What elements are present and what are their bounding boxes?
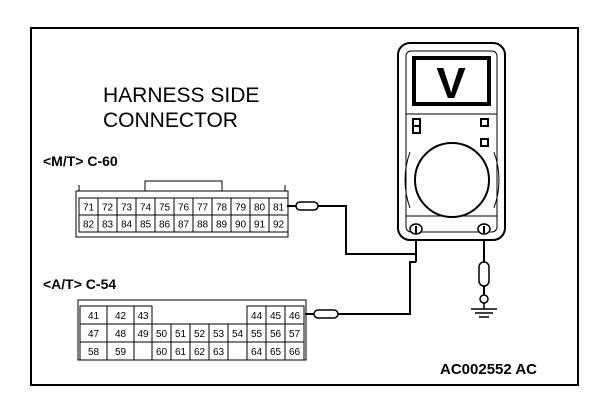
at-pin-59: 59 [115, 347, 127, 358]
at-pin-51: 51 [175, 329, 187, 340]
mt-pin-88: 88 [197, 220, 209, 231]
mt-pin-75: 75 [159, 203, 171, 214]
at-cell-66 [284, 341, 305, 361]
at-probe-wire [338, 261, 416, 315]
at-pin-52: 52 [194, 329, 206, 340]
mt-connector-c60: 71 72 73 74 75 76 77 78 79 80 81 82 83 84 85 86 87 88 89 90… [75, 180, 289, 238]
at-pin-63: 63 [213, 347, 225, 358]
mt-pin-77: 77 [197, 203, 209, 214]
at-pin-50: 50 [156, 329, 168, 340]
at-pin-43: 43 [137, 311, 149, 322]
multimeter: V [397, 42, 506, 241]
at-pin-49: 49 [137, 329, 149, 340]
at-pin-58: 58 [88, 347, 100, 358]
display-symbol: V [436, 59, 466, 108]
at-pin-46: 46 [289, 311, 301, 322]
mt-pin-76: 76 [178, 203, 190, 214]
mt-pin-78: 78 [216, 203, 228, 214]
mt-connector-label: <M/T> C-60 [43, 153, 118, 169]
mt-pin-86: 86 [159, 220, 171, 231]
at-cell-59 [106, 341, 135, 361]
figure-frame [30, 27, 579, 386]
figure-code: AC002552 AC [440, 361, 537, 378]
mt-connector-pins: 71 72 73 74 75 76 77 78 79 80 81 82 83 84 85 86 87 88 89 90… [78, 197, 289, 233]
at-pin-44: 44 [251, 311, 263, 322]
dial-bezel-left [404, 151, 411, 209]
at-pin-60: 60 [156, 347, 168, 358]
at-pin-48: 48 [115, 329, 127, 340]
mt-probe-wire [318, 205, 416, 255]
mt-cell-92 [268, 214, 289, 233]
at-connector-label: <A/T> C-54 [43, 276, 116, 292]
at-pin-45: 45 [270, 311, 282, 322]
title-line-2: CONNECTOR [103, 109, 238, 132]
at-pin-64: 64 [251, 347, 263, 358]
at-cell-63 [208, 341, 229, 361]
at-pin-42: 42 [115, 311, 127, 322]
at-pin-61: 61 [175, 347, 187, 358]
title-line-1: HARNESS SIDE [103, 84, 259, 107]
mt-pin-71: 71 [83, 203, 95, 214]
mode-button-right-mid [480, 138, 489, 147]
mt-pin-92: 92 [273, 220, 285, 231]
mt-pin-73: 73 [121, 203, 133, 214]
at-probe-tip [313, 309, 339, 319]
at-pin-66: 66 [289, 347, 301, 358]
mt-pin-81: 81 [273, 203, 285, 214]
mt-pin-89: 89 [216, 220, 228, 231]
mt-pin-82: 82 [83, 220, 95, 231]
mt-pin-87: 87 [178, 220, 190, 231]
mt-pin-79: 79 [235, 203, 247, 214]
mt-pin-85: 85 [140, 220, 152, 231]
mt-pin-91: 91 [254, 220, 266, 231]
at-pin-56: 56 [270, 329, 282, 340]
mode-button-right-top [480, 118, 489, 127]
rotary-selector-dial [414, 142, 490, 218]
at-pin-65: 65 [270, 347, 282, 358]
mt-connector-lock-tab [144, 180, 223, 191]
at-connector-pins: 41 42 43 44 45 46 47 48 49 50 51 52 53 54 55 56 57 58 59 60… [79, 305, 305, 361]
mt-pin-72: 72 [102, 203, 114, 214]
at-connector-c54: 41 42 43 44 45 46 47 48 49 50 51 52 53 54 55 56 57 58 59 60… [77, 299, 307, 361]
mt-pin-80: 80 [254, 203, 266, 214]
multimeter-display [412, 56, 491, 106]
ground-probe-tip [478, 261, 490, 287]
at-pin-62: 62 [194, 347, 206, 358]
mt-pin-74: 74 [140, 203, 152, 214]
at-pin-47: 47 [88, 329, 100, 340]
at-pin-54: 54 [232, 329, 244, 340]
ground-symbol [471, 294, 497, 318]
at-pin-55: 55 [251, 329, 263, 340]
mt-pin-90: 90 [235, 220, 247, 231]
at-pin-53: 53 [213, 329, 225, 340]
dial-bezel-right [493, 151, 500, 209]
mt-probe-tip [295, 201, 319, 211]
mt-pin-83: 83 [102, 220, 114, 231]
mt-pin-84: 84 [121, 220, 133, 231]
at-pin-41: 41 [88, 311, 100, 322]
at-pin-57: 57 [289, 329, 301, 340]
